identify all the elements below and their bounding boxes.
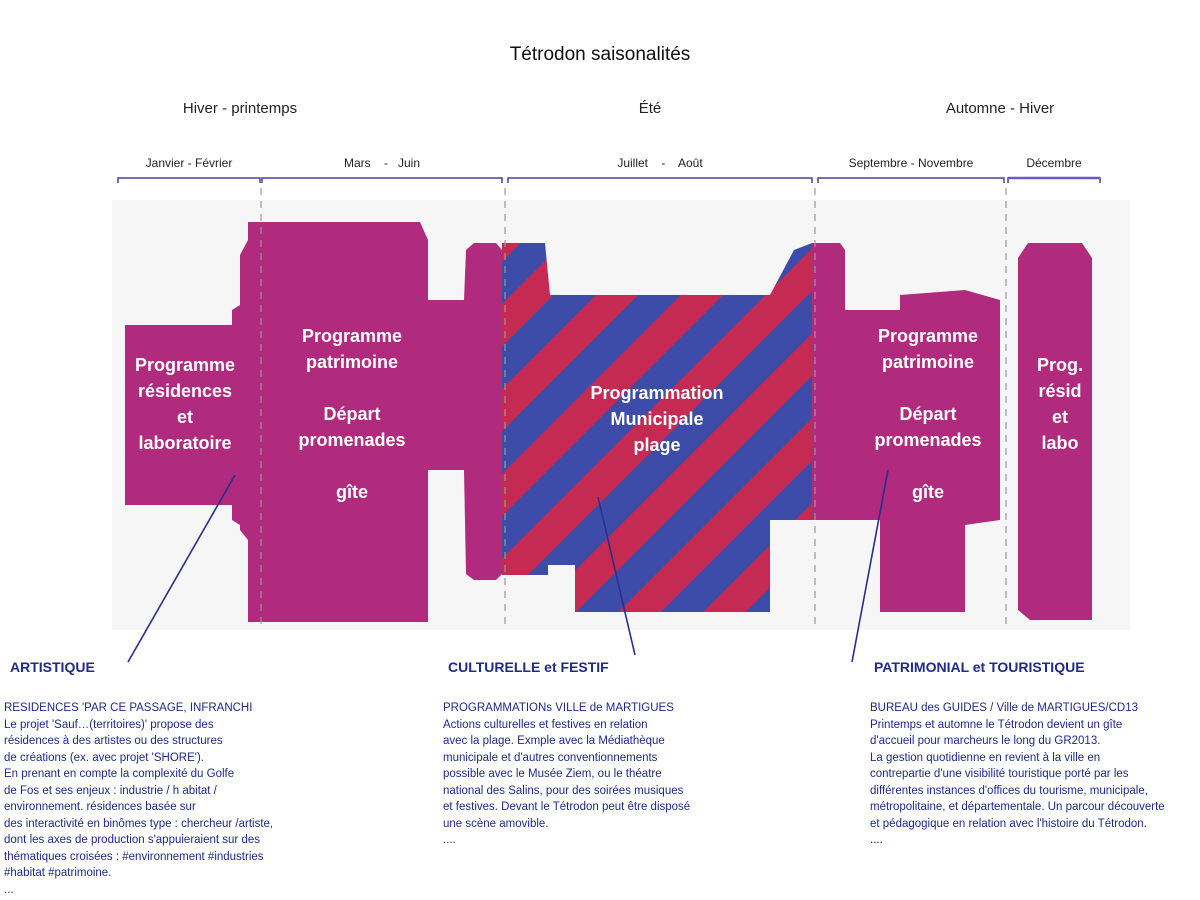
- season-winter-spring: Hiver - printemps: [182, 100, 298, 117]
- block-municipale: [502, 243, 812, 612]
- category-title-artistique: ARTISTIQUE: [10, 659, 95, 675]
- label-patrimoine-right: Programme patrimoine Départ promenades g…: [874, 326, 982, 502]
- leader-lines: [127, 469, 889, 663]
- bracket-mar-jun: [261, 177, 503, 183]
- block-right-tab: [812, 243, 845, 310]
- category-text-artistique: RESIDENCES 'PAR CE PASSAGE, INFRANCHI Le…: [4, 702, 274, 896]
- block-patrimoine-left: [240, 222, 452, 622]
- page-title: Tétrodon saisonalités: [509, 44, 691, 65]
- month-dividers: [260, 188, 1007, 628]
- month-sep-nov: Septembre - Novembre: [848, 156, 974, 170]
- season-summer: Été: [638, 100, 662, 117]
- category-title-patrimonial: PATRIMONIAL et TOURISTIQUE: [874, 659, 1085, 675]
- category-title-culturelle: CULTURELLE et FESTIF: [448, 659, 609, 675]
- category-text-patrimonial: BUREAU des GUIDES / Ville de MARTIGUES/C…: [870, 702, 1165, 846]
- block-group-right: [812, 243, 1092, 620]
- leader-culturelle: [597, 496, 636, 656]
- label-prog-resid: Prog. résid et labo: [1036, 355, 1083, 453]
- leader-patrimonial: [851, 469, 889, 663]
- block-residences: [125, 305, 240, 525]
- month-dec: Décembre: [1026, 156, 1082, 170]
- block-prog-resid: [1018, 243, 1092, 620]
- month-jul-aug: Juillet - Août: [617, 156, 703, 170]
- bracket-jan-feb: [117, 177, 261, 183]
- season-autumn-winter: Automne - Hiver: [945, 100, 1055, 117]
- label-municipale: Programmation Municipale plage: [590, 383, 724, 455]
- label-residences: Programme résidences et laboratoire: [134, 355, 236, 453]
- label-patrimoine-left: Programme patrimoine Départ promenades g…: [298, 326, 406, 502]
- month-brackets: [117, 177, 1101, 183]
- block-group-left: [125, 222, 502, 622]
- bracket-sep-nov: [817, 177, 1005, 183]
- month-mar-jun: Mars - Juin: [343, 156, 420, 170]
- month-jan-feb: Janvier - Février: [145, 156, 233, 170]
- category-text-culturelle: PROGRAMMATIONs VILLE de MARTIGUES Action…: [443, 702, 691, 846]
- block-patrimoine-right: [812, 290, 1000, 612]
- leader-artistique: [127, 474, 236, 663]
- block-left-tab: [452, 243, 502, 580]
- bracket-jul-aug: [507, 177, 813, 183]
